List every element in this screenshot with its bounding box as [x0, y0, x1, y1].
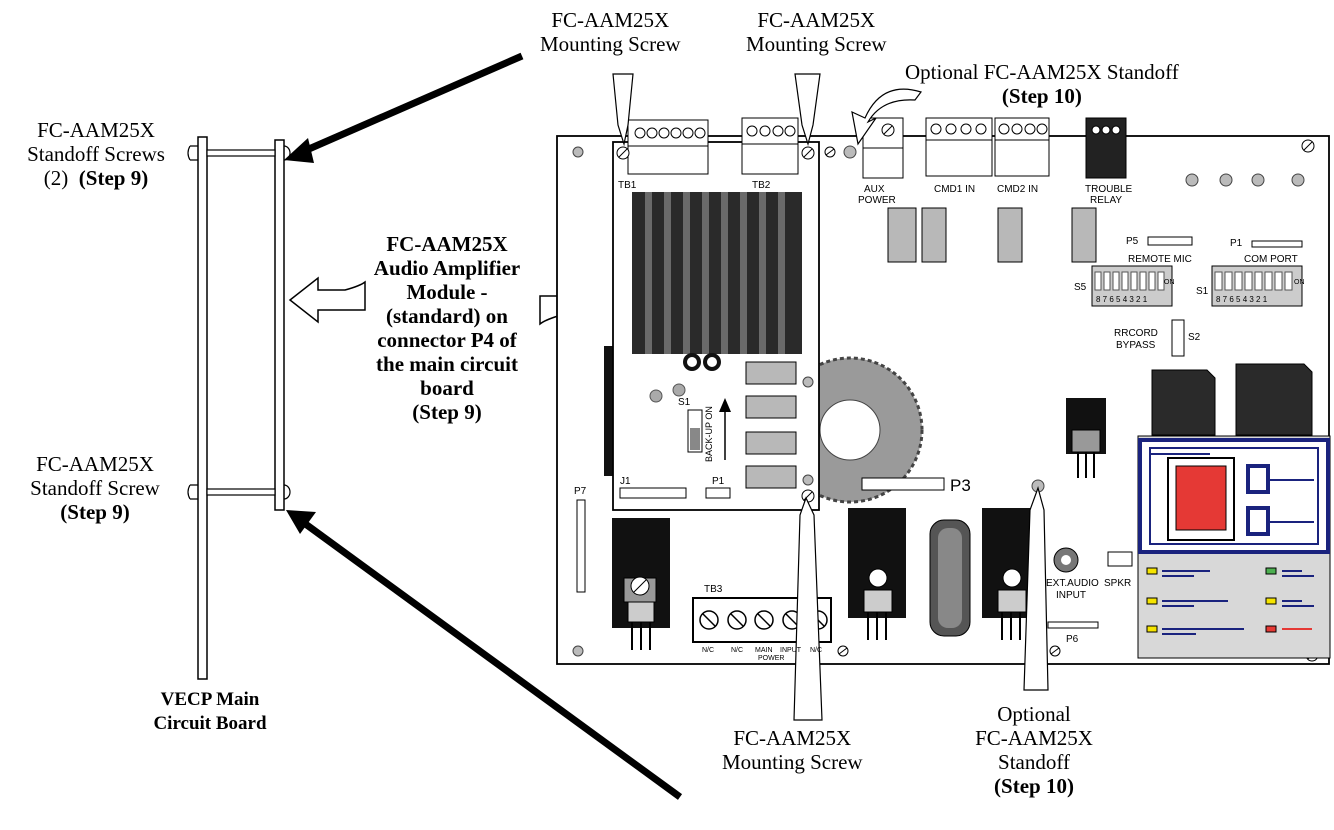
label-p6: P6	[1066, 634, 1079, 645]
pointer-mount-screw-1	[612, 73, 634, 147]
label-tb3-main: MAIN	[755, 647, 773, 654]
label-tb2: TB2	[752, 180, 771, 191]
label-p1-module: P1	[712, 476, 725, 487]
regulator-mid	[848, 508, 906, 640]
callout-mount-screw-1: FC-AAM25X Mounting Screw	[540, 8, 681, 56]
label-ext-audio: EXT.AUDIO	[1046, 578, 1099, 589]
label-tb3-nc1: N/C	[702, 647, 714, 654]
callout-standoff-screws: FC-AAM25X Standoff Screws (2) (Step 9)	[27, 118, 165, 190]
label-tb3-input: INPUT	[780, 647, 802, 654]
callout-mount-screw-2: FC-AAM25X Mounting Screw	[746, 8, 887, 56]
control-panel	[1137, 435, 1331, 659]
label-backup-on: BACK-UP ON	[704, 406, 714, 462]
arrow-to-standoff-screws	[300, 52, 524, 156]
label-tb3-nc2: N/C	[731, 647, 743, 654]
label-com-port: COM PORT	[1244, 254, 1298, 265]
label-trouble: TROUBLE	[1085, 184, 1133, 195]
label-relay: RELAY	[1090, 195, 1122, 206]
label-p1-top: P1	[1230, 238, 1243, 249]
label-dip-numbers-s1: 8 7 6 5 4 3 2 1	[1216, 295, 1268, 304]
callout-standoff-screw: FC-AAM25X Standoff Screw (Step 9)	[30, 452, 160, 524]
label-cmd2: CMD2 IN	[997, 184, 1038, 195]
label-tb1: TB1	[618, 180, 637, 191]
label-s1-top: S1	[1196, 286, 1209, 297]
pointer-mount-screw-2	[794, 73, 821, 147]
label-cmd1: CMD1 IN	[934, 184, 975, 195]
label-on-s1: ON	[1294, 279, 1305, 286]
callout-module: FC-AAM25X Audio Amplifier Module - (stan…	[373, 232, 521, 424]
label-tb3-nc3: N/C	[810, 647, 822, 654]
label-tb3: TB3	[704, 584, 723, 595]
label-remote-mic: REMOTE MIC	[1128, 254, 1192, 265]
label-p5: P5	[1126, 236, 1139, 247]
side-view-board	[187, 136, 291, 680]
regulator-small	[1066, 398, 1106, 478]
label-j1: J1	[620, 476, 631, 487]
amplifier-module	[612, 117, 820, 511]
label-aux-power-1: AUX	[864, 184, 885, 195]
callout-optional-standoff-top: Optional FC-AAM25X Standoff (Step 10)	[905, 60, 1179, 108]
callout-vecp: VECP Main Circuit Board	[153, 689, 267, 734]
label-on-s5: ON	[1164, 279, 1175, 286]
callout-mount-screw-bottom: FC-AAM25X Mounting Screw	[722, 726, 863, 774]
callout-optional-standoff-bottom: Optional FC-AAM25X Standoff (Step 10)	[975, 702, 1093, 798]
label-s5: S5	[1074, 282, 1087, 293]
label-rrcord: RRCORD	[1114, 328, 1158, 339]
label-tb3-power: POWER	[758, 655, 784, 662]
capacitor	[929, 519, 971, 637]
regulator-left	[612, 518, 670, 650]
hollow-arrow-left	[288, 276, 366, 324]
pointer-optional-standoff-bottom	[1023, 486, 1049, 691]
label-s2: S2	[1188, 332, 1201, 343]
pointer-mount-screw-bottom	[793, 496, 823, 721]
arrow-to-vecp-board	[297, 517, 683, 800]
label-spkr: SPKR	[1104, 578, 1131, 589]
label-input: INPUT	[1056, 590, 1086, 601]
label-s1-module: S1	[678, 397, 691, 408]
label-p7: P7	[574, 486, 587, 497]
label-p3: P3	[950, 476, 971, 495]
label-aux-power-2: POWER	[858, 195, 896, 206]
label-dip-numbers-s5: 8 7 6 5 4 3 2 1	[1096, 295, 1148, 304]
label-bypass: BYPASS	[1116, 340, 1156, 351]
pointer-optional-standoff-top	[851, 88, 922, 146]
